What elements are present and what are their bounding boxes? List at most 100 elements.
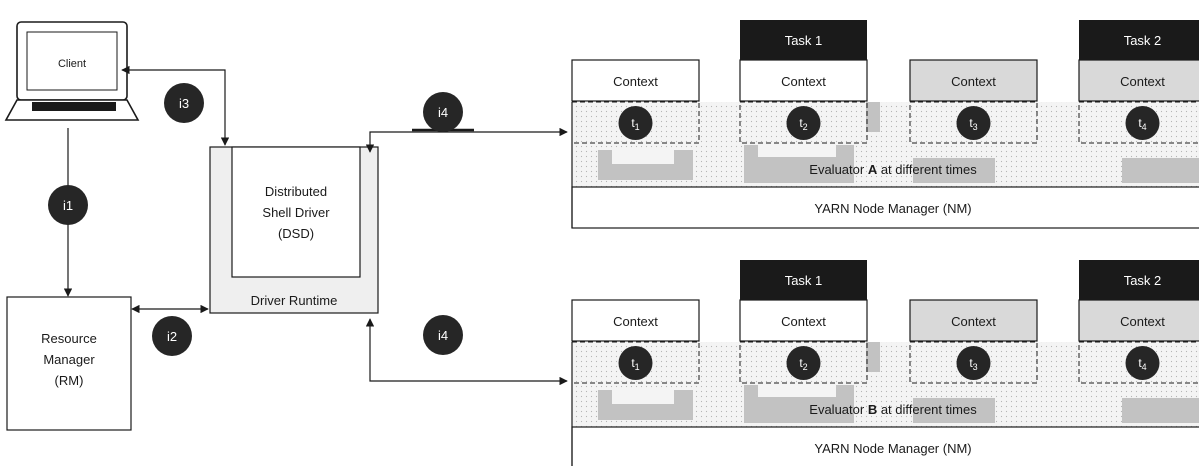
time-label-base: t — [1138, 356, 1142, 370]
task-label: Task 2 — [1124, 33, 1162, 48]
context-box — [571, 59, 700, 102]
dsd-label-line3: (DSD) — [278, 226, 314, 241]
node-manager-label: YARN Node Manager (NM) — [814, 441, 971, 456]
time-window — [909, 341, 1038, 384]
time-badge — [956, 106, 991, 140]
driver-runtime-label: Driver Runtime — [251, 293, 338, 308]
context-label: Context — [613, 74, 658, 89]
step-i2-label: i2 — [167, 329, 177, 344]
time-window — [571, 341, 700, 384]
context-label: Context — [951, 314, 996, 329]
context-box — [1078, 299, 1199, 342]
step-i3-label: i3 — [179, 96, 189, 111]
client-label: Client — [58, 58, 86, 70]
context-box — [739, 59, 868, 102]
node-manager-label: YARN Node Manager (NM) — [814, 201, 971, 216]
time-badge — [786, 346, 821, 380]
task-header — [1079, 20, 1199, 60]
laptop-display — [26, 31, 118, 91]
evaluator-label-suffix: at different times — [877, 402, 977, 417]
time-label: t2 — [799, 116, 807, 132]
time-window — [1078, 101, 1199, 144]
time-badge — [956, 346, 991, 380]
context-label: Context — [951, 74, 996, 89]
time-badge — [618, 346, 653, 380]
arrow-driver-node-a — [365, 127, 568, 153]
evaluator-label: Evaluator B at different times — [809, 402, 977, 417]
time-window — [1078, 341, 1199, 384]
evaluator-label: Evaluator A at different times — [809, 162, 977, 177]
step-i4-top-label: i4 — [438, 105, 448, 120]
context-label: Context — [1120, 74, 1165, 89]
evaluator-label-prefix: Evaluator — [809, 162, 868, 177]
time-badge — [1125, 346, 1160, 380]
context-label: Context — [781, 314, 826, 329]
time-label-base: t — [969, 356, 973, 370]
context-box — [909, 59, 1038, 102]
rm-label-line3: (RM) — [55, 373, 84, 388]
evaluator-fragment — [913, 398, 995, 423]
time-label-subscript: 2 — [803, 362, 808, 372]
task-label: Task 1 — [785, 33, 823, 48]
task-label: Task 2 — [1124, 273, 1162, 288]
time-label-base: t — [1138, 116, 1142, 130]
context-label: Context — [781, 74, 826, 89]
time-label: t3 — [969, 356, 977, 372]
evaluator-name: B — [868, 402, 877, 417]
time-label-subscript: 4 — [1142, 122, 1147, 132]
time-label: t3 — [969, 116, 977, 132]
time-label-subscript: 4 — [1142, 362, 1147, 372]
time-label-subscript: 1 — [635, 362, 640, 372]
time-label-base: t — [799, 356, 803, 370]
time-window — [739, 101, 868, 144]
arrow-driver-node-b — [365, 318, 568, 386]
dsd-box — [231, 146, 361, 278]
time-label: t4 — [1138, 116, 1146, 132]
time-label-base: t — [631, 116, 635, 130]
driver-runtime-box: Distributed Shell Driver (DSD) Driver Ru… — [209, 146, 379, 314]
evaluator-fragment — [1122, 398, 1199, 423]
time-label-base: t — [799, 116, 803, 130]
evaluator-label-prefix: Evaluator — [809, 402, 868, 417]
time-label-base: t — [969, 116, 973, 130]
dsd-label-line2: Shell Driver — [262, 205, 330, 220]
time-label-subscript: 3 — [973, 122, 978, 132]
step-i4-bottom-label: i4 — [438, 328, 448, 343]
evaluator-label-suffix: at different times — [877, 162, 977, 177]
evaluator-notch — [758, 145, 836, 157]
task-header — [1079, 260, 1199, 300]
step-i4-badge-top: i4 — [423, 92, 463, 132]
step-i1-badge: i1 — [48, 185, 88, 225]
time-badge — [618, 106, 653, 140]
time-label: t4 — [1138, 356, 1146, 372]
evaluator-fragment — [866, 342, 880, 372]
context-box — [1078, 59, 1199, 102]
time-label-subscript: 2 — [803, 122, 808, 132]
task-header — [740, 20, 867, 60]
arrow-driver-client — [121, 65, 230, 146]
context-box — [571, 299, 700, 342]
time-badge — [1125, 106, 1160, 140]
node-group-b: YARN Node Manager (NM) Evaluator B at dif… — [571, 260, 1199, 466]
step-i4-badge-bottom: i4 — [423, 315, 463, 355]
context-label: Context — [613, 314, 658, 329]
laptop-keyboard — [32, 102, 116, 111]
evaluator-fragment — [1122, 158, 1199, 183]
time-label: t1 — [631, 116, 639, 132]
time-window — [909, 101, 1038, 144]
evaluator-fragment — [866, 102, 880, 132]
time-window — [739, 341, 868, 384]
task-header — [740, 260, 867, 300]
context-label: Context — [1120, 314, 1165, 329]
evaluator-notch — [758, 385, 836, 397]
evaluator-notch — [612, 390, 674, 404]
time-label: t1 — [631, 356, 639, 372]
time-label-base: t — [631, 356, 635, 370]
dsd-label-line1: Distributed — [265, 184, 327, 199]
context-box — [739, 299, 868, 342]
client-laptop: Client — [4, 21, 140, 121]
time-window — [571, 101, 700, 144]
rm-label-line1: Resource — [41, 331, 97, 346]
rm-label-line2: Manager — [43, 352, 95, 367]
